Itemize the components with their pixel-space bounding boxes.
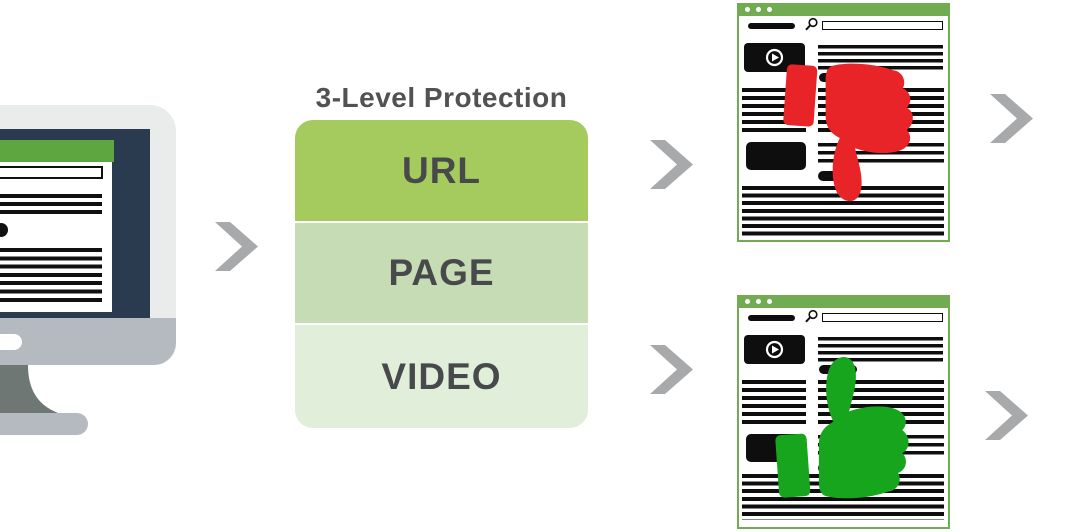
logo-pill	[748, 23, 795, 29]
window-dot-icon	[767, 299, 772, 304]
level-label: URL	[401, 149, 482, 191]
webpage-header-bar	[0, 140, 114, 162]
bullet-point-icon	[0, 223, 8, 237]
window-dot-icon	[745, 7, 750, 12]
monitor-base	[0, 413, 88, 435]
play-icon	[765, 340, 784, 359]
text-line-block	[0, 194, 102, 214]
search-bar	[822, 313, 943, 322]
window-dot-icon	[745, 299, 750, 304]
diagram-title: 3-Level Protection	[315, 82, 568, 113]
protection-level-page: PAGE	[295, 223, 588, 323]
level-label: PAGE	[388, 252, 495, 293]
browser-title-bar	[737, 295, 950, 308]
protection-level-url: URL	[295, 120, 588, 221]
chevron-right-icon	[650, 345, 693, 394]
text-line-block	[0, 248, 102, 306]
logo-pill	[748, 315, 795, 321]
browser-title-bar	[737, 3, 950, 16]
monitor-stand	[0, 365, 58, 415]
search-bar	[0, 166, 103, 179]
thumbs-up-icon	[775, 356, 909, 499]
video-thumbnail	[744, 335, 805, 364]
browser-window-blocked	[737, 3, 950, 242]
chevron-right-icon	[650, 140, 693, 189]
window-dot-icon	[756, 7, 761, 12]
play-icon	[765, 48, 784, 67]
chevron-right-icon	[985, 391, 1028, 440]
browser-window-allowed	[737, 295, 950, 529]
level-label: VIDEO	[381, 355, 502, 397]
search-bar	[822, 21, 943, 30]
text-line-block	[742, 380, 806, 427]
ad-block	[746, 142, 806, 170]
chevron-right-icon	[215, 222, 258, 271]
window-dot-icon	[767, 7, 772, 12]
monitor-logo-pill	[0, 334, 22, 350]
window-dot-icon	[756, 299, 761, 304]
monitor-chin	[0, 318, 176, 365]
thumbs-down-icon	[783, 63, 913, 202]
protection-level-video: VIDEO	[295, 325, 588, 428]
search-icon	[805, 17, 818, 31]
search-icon	[805, 309, 818, 323]
protection-levels-box: URL PAGE VIDEO	[295, 120, 588, 428]
chevron-right-icon	[990, 94, 1033, 143]
